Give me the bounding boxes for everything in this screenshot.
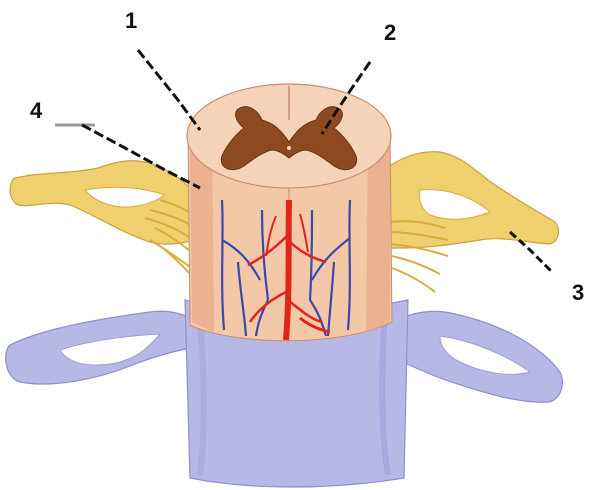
leader-line-1 bbox=[138, 50, 200, 130]
callout-2: 2 bbox=[384, 20, 396, 45]
callout-4: 4 bbox=[30, 98, 43, 123]
callout-1: 1 bbox=[125, 8, 137, 33]
callout-3: 3 bbox=[572, 280, 584, 305]
